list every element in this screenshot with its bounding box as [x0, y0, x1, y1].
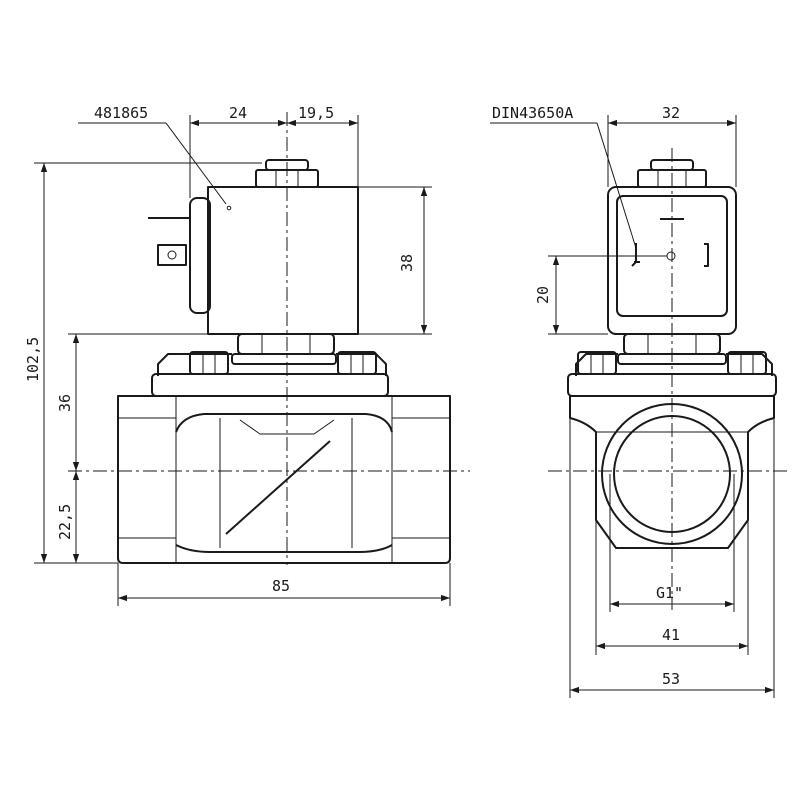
- coil: [189, 186, 359, 335]
- dim-connector-width: [607, 115, 737, 187]
- dim-20-label: 20: [534, 286, 552, 304]
- cover-screw-right: [337, 351, 377, 375]
- side-top-nut: [637, 159, 707, 188]
- part-number-label: 481865: [94, 104, 148, 122]
- dim-102-5-label: 102,5: [24, 337, 42, 382]
- side-armature-hex: [617, 333, 727, 365]
- dim-body-width: [569, 418, 775, 698]
- valve-body: [117, 395, 451, 564]
- dim-41-label: 41: [662, 626, 680, 644]
- side-valve-body: [569, 395, 775, 549]
- dim-36-label: 36: [56, 394, 74, 412]
- din-leader: [490, 122, 637, 249]
- port-outer-circle: [601, 403, 743, 545]
- dim-connector-center: [548, 255, 667, 335]
- dim-hex-width: [595, 520, 749, 655]
- front-view: 481865 24 19,5 38 102,5 36 22,5 85: [24, 104, 470, 606]
- side-cover: [567, 353, 777, 397]
- dim-32-label: 32: [662, 104, 680, 122]
- dim-body-heights: [68, 333, 238, 563]
- connector-pins: [148, 217, 190, 266]
- dim-22-5-label: 22,5: [56, 504, 74, 540]
- side-screw-right: [727, 351, 767, 375]
- dim-thread: [609, 474, 735, 612]
- dim-38-label: 38: [398, 254, 416, 272]
- valve-cover: [151, 353, 389, 397]
- flow-diagonal: [225, 440, 331, 535]
- armature-hex: [231, 333, 337, 365]
- din-standard-label: DIN43650A: [492, 104, 573, 122]
- side-view: DIN43650A 32 20 G1" 41 53: [490, 104, 790, 698]
- dim-85-label: 85: [272, 577, 290, 595]
- dim-19-5-label: 19,5: [298, 104, 334, 122]
- cover-screw-left: [189, 351, 229, 375]
- port-inner-circle: [613, 415, 731, 533]
- dim-coil-height: [358, 186, 432, 335]
- dim-53-label: 53: [662, 670, 680, 688]
- thread-label: G1": [656, 584, 683, 602]
- dim-coil-width: [189, 115, 359, 198]
- dim-body-length: [117, 563, 451, 606]
- dim-24-label: 24: [229, 104, 247, 122]
